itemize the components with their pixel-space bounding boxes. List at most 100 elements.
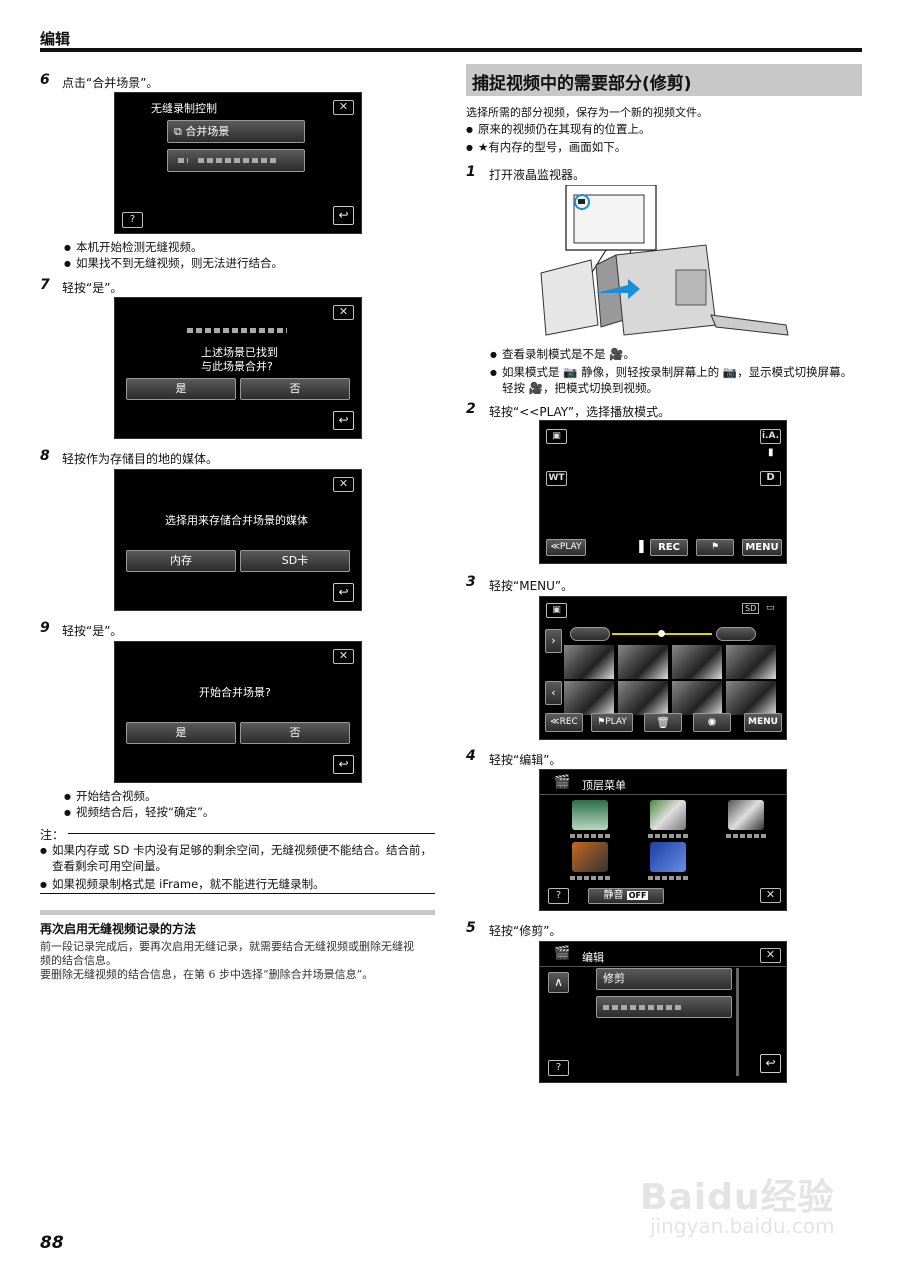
camera-icon: 📷: [722, 365, 738, 379]
note-item-2: 如果视频录制格式是 iFrame，就不能进行无缝录制。: [40, 876, 325, 893]
step-1-bullet-1: 查看录制模式是不是 🎥。: [490, 346, 635, 363]
top-menu-title: 顶层菜单: [582, 779, 626, 792]
record-mode-button[interactable]: ≪REC: [545, 713, 583, 732]
step-4-number: 4: [466, 748, 476, 764]
thumbnail[interactable]: [618, 681, 668, 715]
video-mode-icon[interactable]: ▣: [546, 603, 567, 618]
seamless-control-screen: 无缝录制控制 ✕ ⧉ 合并场景 ? ↩: [114, 92, 362, 234]
merge-confirm-screen: ✕ 上述场景已找到 与此场景合并? 是 否 ↩: [114, 297, 362, 439]
intro-bullet-2: ★有内存的型号，画面如下。: [466, 139, 626, 156]
step-6-number: 6: [40, 72, 50, 88]
step-1-text: 打开液晶监视器。: [489, 168, 586, 182]
thumbnail[interactable]: [618, 645, 668, 679]
playback-settings-icon[interactable]: [572, 800, 608, 830]
flag-button[interactable]: ⚑: [696, 539, 734, 556]
start-merge-message: 开始合并场景?: [199, 686, 271, 699]
step-2-number: 2: [466, 401, 476, 417]
merge-question: 与此场景合并?: [201, 360, 273, 373]
battery-icon: ▭: [766, 603, 775, 613]
mute-toggle[interactable]: 静音 OFF: [588, 888, 664, 904]
back-icon[interactable]: ↩: [760, 1054, 781, 1073]
merge-scenes-button[interactable]: ⧉ 合并场景: [167, 120, 305, 143]
internal-memory-button[interactable]: 内存: [126, 550, 236, 572]
play-mode-button[interactable]: ≪PLAY: [546, 539, 586, 556]
edit-icon[interactable]: [650, 800, 686, 830]
scroll-up-button[interactable]: ∧: [548, 972, 569, 993]
thumbnail[interactable]: [672, 681, 722, 715]
video-mode-icon: 🎥: [528, 381, 543, 395]
snapshot-button[interactable]: ✺: [693, 713, 731, 732]
step-1-number: 1: [466, 164, 476, 180]
step-6-bullet-1: 本机开始检测无缝视频。: [64, 239, 202, 256]
record-button[interactable]: REC: [650, 539, 688, 556]
thumbnail[interactable]: [726, 645, 776, 679]
note-item-1: 如果内存或 SD 卡内没有足够的剩余空间，无缝视频便不能结合。结合前，: [40, 842, 432, 859]
display-button[interactable]: D: [760, 471, 781, 486]
step-9-text: 轻按“是”。: [62, 624, 123, 638]
copy-icon[interactable]: [572, 842, 608, 872]
menu-button[interactable]: MENU: [742, 539, 782, 556]
back-icon[interactable]: ↩: [333, 583, 354, 602]
delete-merge-info-button[interactable]: [167, 149, 305, 172]
close-icon[interactable]: ✕: [333, 305, 354, 320]
delete-button[interactable]: 🗑: [644, 713, 682, 732]
media-select-screen: ✕ 选择用来存储合并场景的媒体 内存 SD卡 ↩: [114, 469, 362, 611]
back-icon[interactable]: ↩: [333, 755, 354, 774]
close-icon[interactable]: ✕: [333, 649, 354, 664]
close-icon[interactable]: ✕: [333, 100, 354, 115]
trash-icon: 🗑: [656, 716, 670, 729]
media-settings-icon[interactable]: [650, 842, 686, 872]
next-page-button[interactable]: ›: [545, 629, 562, 653]
resume-line-1: 前一段记录完成后，要再次启用无缝记录，就需要结合无缝视频或删除无缝视: [40, 940, 414, 953]
thumbnail[interactable]: [564, 681, 614, 715]
trim-button[interactable]: 修剪: [596, 968, 732, 990]
resume-section-bar: [40, 910, 435, 915]
video-mode-icon: 🎥: [609, 347, 624, 361]
edit-option-button[interactable]: [596, 996, 732, 1018]
baidu-watermark-logo: Baidu经验: [640, 1177, 835, 1218]
step-9-bullet-2: 视频结合后，轻按“确定”。: [64, 804, 214, 821]
yes-button[interactable]: 是: [126, 722, 236, 744]
section-title-bar: [466, 64, 862, 96]
help-icon[interactable]: ?: [548, 1060, 569, 1076]
baidu-watermark-url: jingyan.baidu.com: [650, 1214, 835, 1238]
close-icon[interactable]: ✕: [333, 477, 354, 492]
yes-button[interactable]: 是: [126, 378, 236, 400]
video-mode-icon[interactable]: ▣: [546, 429, 567, 444]
timeline-handle[interactable]: [658, 630, 665, 637]
zoom-wt-button[interactable]: WT: [546, 471, 567, 486]
prev-page-button[interactable]: ‹: [545, 681, 562, 705]
page-number: 88: [40, 1233, 64, 1253]
merge-scenes-label: 合并场景: [185, 125, 230, 138]
date-next-button[interactable]: [716, 627, 756, 641]
resume-line-3: 要删除无缝视频的结合信息，在第 6 步中选择“删除合并场景信息”。: [40, 968, 374, 981]
back-icon[interactable]: ↩: [333, 411, 354, 430]
menu-button[interactable]: MENU: [744, 713, 782, 732]
screen-title: 无缝录制控制: [151, 102, 217, 115]
step-7-number: 7: [40, 277, 50, 293]
intro-bullet-1: 原来的视频仍在其现有的位置上。: [466, 121, 650, 138]
thumbnail[interactable]: [672, 645, 722, 679]
edit-menu-title: 编辑: [582, 951, 604, 964]
no-button[interactable]: 否: [240, 378, 350, 400]
close-icon[interactable]: ✕: [760, 948, 781, 963]
thumbnail[interactable]: [564, 645, 614, 679]
close-icon[interactable]: ✕: [760, 888, 781, 903]
settings-icon[interactable]: [728, 800, 764, 830]
help-icon[interactable]: ?: [548, 888, 569, 904]
flag-icon: ⚑: [597, 717, 606, 727]
no-button[interactable]: 否: [240, 722, 350, 744]
thumbnail[interactable]: [726, 681, 776, 715]
flag-play-button[interactable]: ⚑PLAY: [591, 713, 633, 732]
help-icon[interactable]: ?: [122, 212, 143, 228]
scrollbar[interactable]: [736, 968, 739, 1076]
intelligent-auto-icon[interactable]: i.A.: [760, 429, 781, 444]
date-prev-button[interactable]: [570, 627, 610, 641]
resume-line-2: 频的结合信息。: [40, 954, 117, 967]
sd-card-button[interactable]: SD卡: [240, 550, 350, 572]
page-header-title: 编辑: [40, 30, 71, 48]
step-6-text: 点击“合并场景”。: [62, 76, 159, 90]
back-icon[interactable]: ↩: [333, 206, 354, 225]
step-4-text: 轻按“编辑”。: [489, 753, 562, 767]
edit-menu-screen: 🎬 编辑 ✕ ∧ 修剪 ? ↩: [539, 941, 787, 1083]
